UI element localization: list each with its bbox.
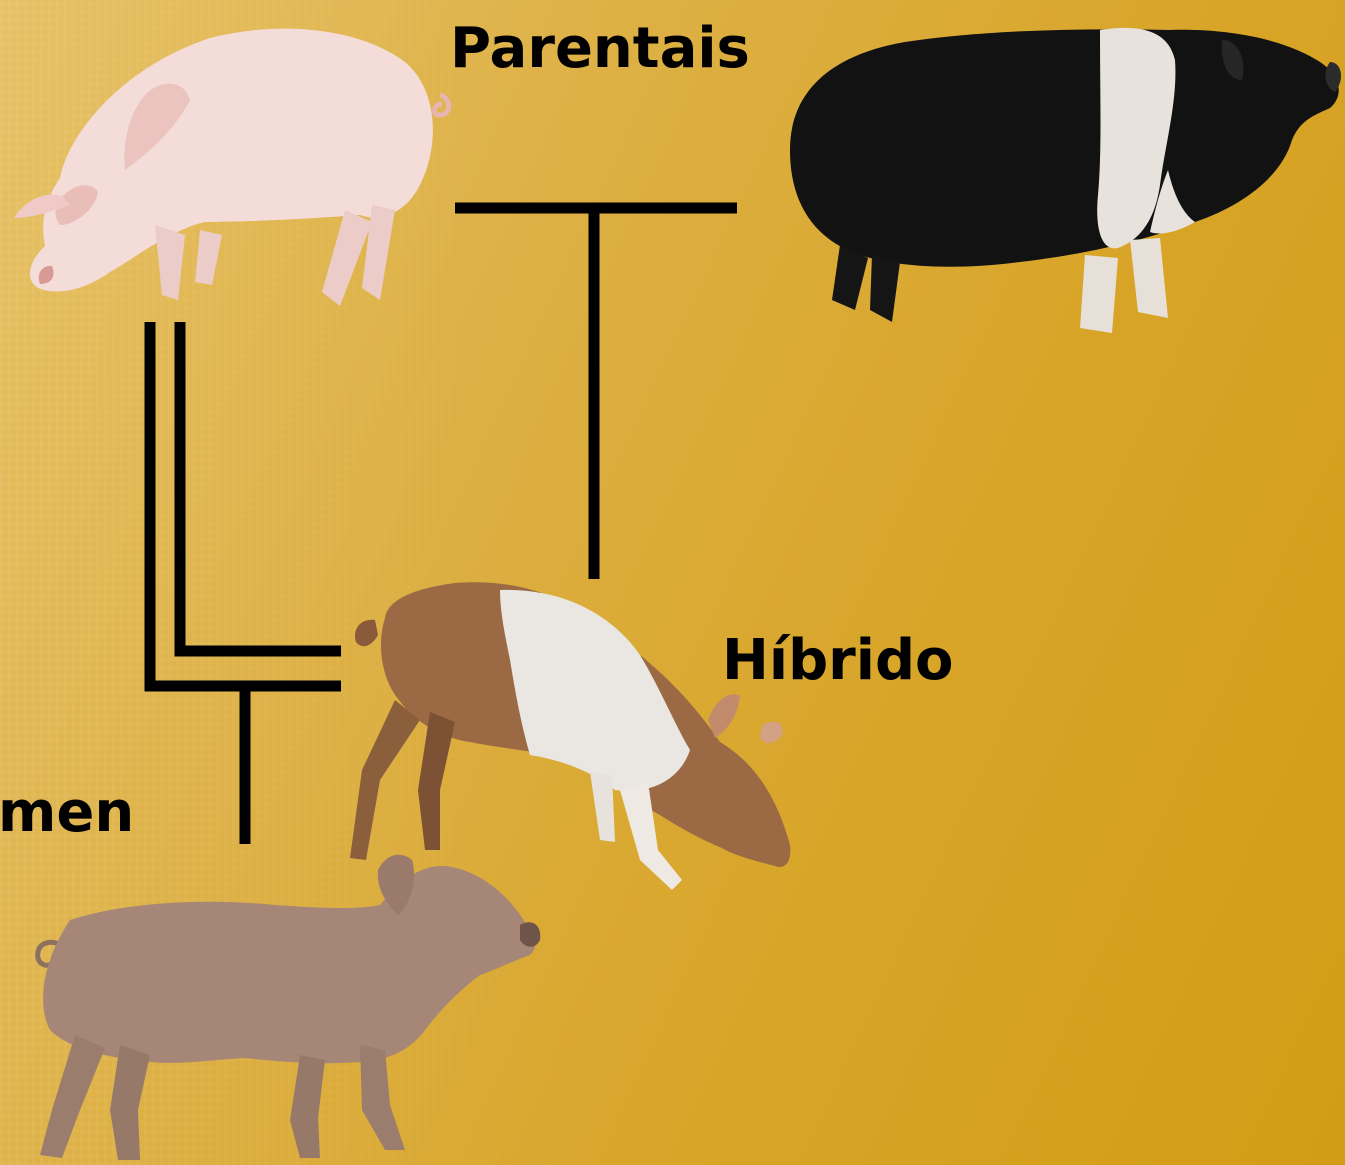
offspring-pig-icon	[38, 855, 541, 1160]
black-white-pig-icon	[790, 28, 1341, 333]
inner-backcross-line	[180, 322, 341, 651]
parents-label: Parentais	[450, 16, 750, 82]
hybrid-label: Híbrido	[722, 633, 954, 689]
pink-pig-icon	[14, 29, 449, 306]
offspring-label-partial: men	[0, 785, 134, 841]
